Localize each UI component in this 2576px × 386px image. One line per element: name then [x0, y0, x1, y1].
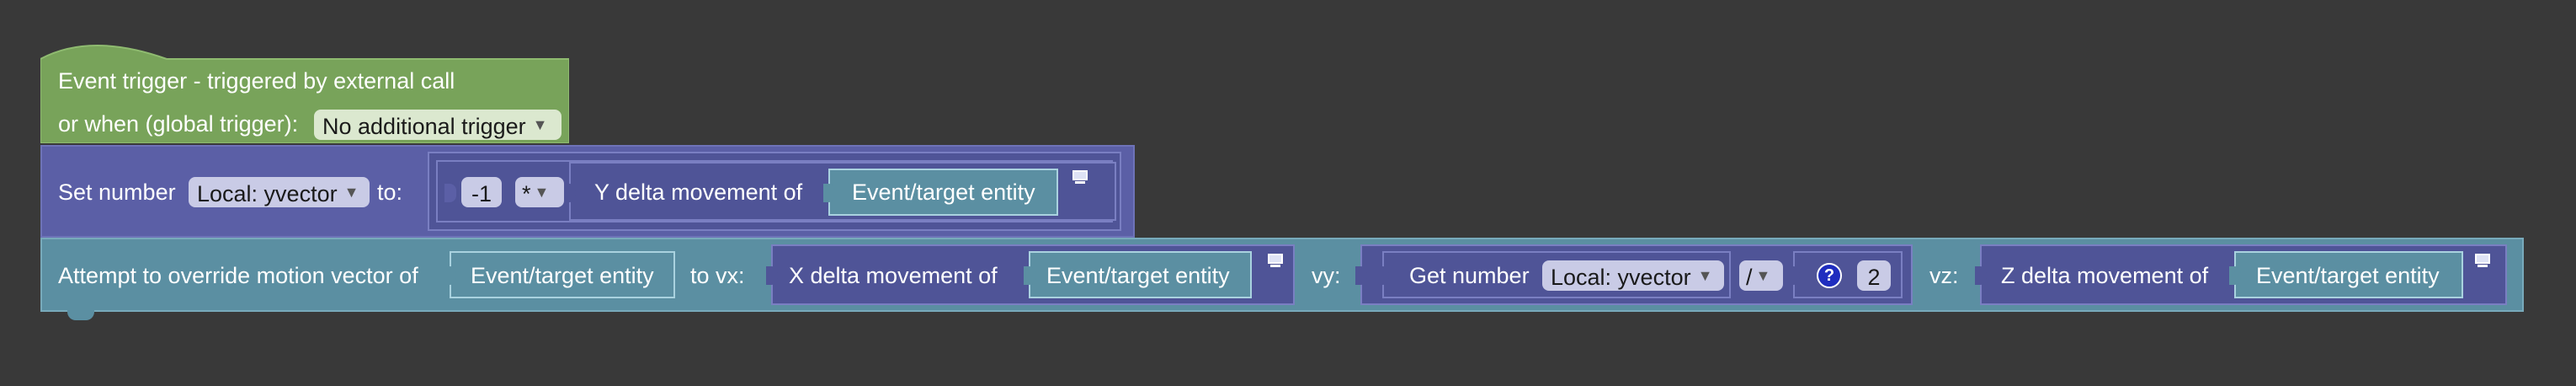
global-trigger-dropdown-value: No additional trigger [322, 114, 526, 139]
divisor-value-field[interactable]: 2 [1857, 260, 1891, 291]
computer-icon [2475, 254, 2490, 267]
computer-icon [1268, 254, 1283, 267]
connector-notch [1355, 266, 1367, 285]
connector-notch [564, 184, 576, 202]
connector-notch [1975, 266, 1987, 285]
set-variable-dropdown-value: Local: yvector [197, 181, 338, 206]
override-entity-block[interactable] [450, 251, 675, 298]
help-icon-glyph: ? [1823, 266, 1835, 285]
chevron-down-icon: ▼ [343, 184, 359, 201]
connector-notch [1024, 266, 1035, 285]
chevron-down-icon: ▼ [534, 184, 550, 201]
divide-operator-value: / [1746, 265, 1753, 290]
y-delta-movement-label: Y delta movement of [594, 180, 803, 205]
vy-label: vy: [1312, 263, 1341, 288]
connector-notch [1377, 266, 1389, 285]
connector-notch [2229, 266, 2241, 285]
bottom-connector-notch [67, 310, 94, 320]
connector-notch [1788, 266, 1800, 285]
x-entity-block[interactable] [1029, 251, 1252, 298]
event-trigger-title: Event trigger - triggered by external ca… [58, 68, 455, 94]
connector-notch [444, 266, 456, 285]
number-value-text: -1 [471, 181, 492, 206]
get-variable-dropdown-value: Local: yvector [1551, 265, 1691, 290]
set-variable-dropdown[interactable]: Local: yvector ▼ [189, 177, 370, 207]
connector-notch [766, 266, 778, 285]
help-icon[interactable]: ? [1817, 263, 1842, 288]
x-delta-movement-label: X delta movement of [789, 263, 998, 288]
divisor-value-text: 2 [1867, 265, 1881, 290]
set-number-label: Set number [58, 180, 176, 205]
computer-icon [1072, 170, 1088, 184]
z-delta-movement-label: Z delta movement of [2001, 263, 2209, 288]
number-value-field[interactable]: -1 [461, 177, 502, 207]
y-entity-label: Event/target entity [852, 180, 1035, 205]
z-entity-label: Event/target entity [2256, 263, 2440, 288]
x-entity-label: Event/target entity [1046, 263, 1230, 288]
connector-notch [444, 184, 456, 202]
connector-notch [823, 184, 835, 202]
operator-dropdown-value: * [522, 181, 531, 206]
set-to-label: to: [377, 180, 403, 205]
operator-dropdown[interactable]: *▼ [515, 177, 564, 207]
chevron-down-icon: ▼ [1697, 267, 1713, 284]
y-entity-block[interactable] [828, 169, 1058, 216]
global-trigger-label: or when (global trigger): [58, 111, 299, 137]
vz-label: vz: [1929, 263, 1959, 288]
chevron-down-icon: ▼ [532, 116, 548, 133]
chevron-down-icon: ▼ [1755, 267, 1771, 284]
get-variable-dropdown[interactable]: Local: yvector ▼ [1542, 260, 1724, 291]
vx-label: to vx: [690, 263, 745, 288]
override-motion-label: Attempt to override motion vector of [58, 263, 418, 288]
global-trigger-dropdown[interactable]: No additional trigger ▼ [314, 110, 562, 140]
divide-operator-dropdown[interactable]: /▼ [1739, 260, 1783, 291]
override-entity-label: Event/target entity [471, 263, 654, 288]
get-number-label: Get number [1409, 263, 1530, 288]
